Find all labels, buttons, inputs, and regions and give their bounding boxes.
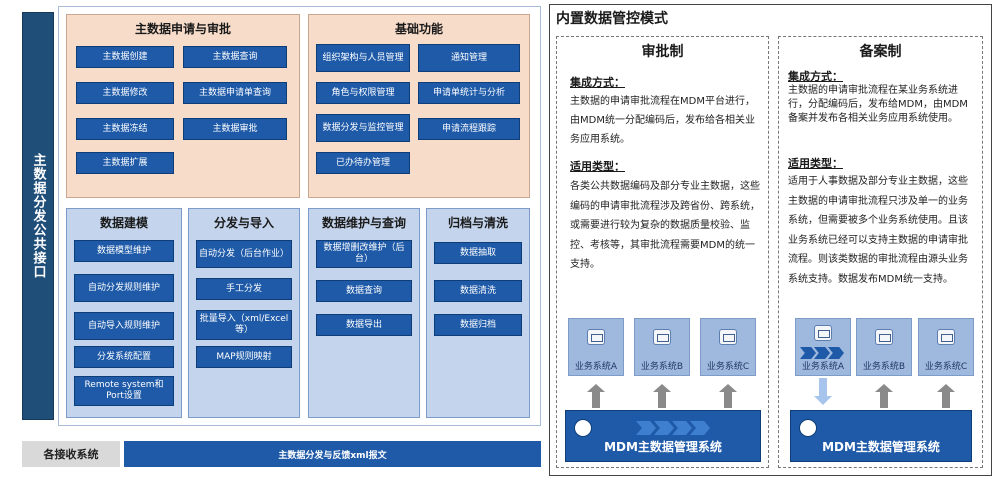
btn-auto-distribute[interactable]: 自动分发（后台作业） [196,240,292,268]
btn-request-query[interactable]: 主数据申请单查询 [183,82,287,104]
public-interface-title: 主数据分发公共接口 [30,153,46,279]
btn-query[interactable]: 主数据查询 [183,46,287,68]
system-label: 业务系统B [640,362,684,372]
system-label: 业务系统A [574,362,618,372]
system-label: 业务系统C [706,362,750,372]
col-title: 审批制 [641,44,684,60]
system-icon [814,325,832,341]
system-icon [875,329,893,345]
arrow-up-icon [719,384,737,392]
btn-manual-distribute[interactable]: 手工分发 [196,278,292,300]
arrow-down-icon [814,396,832,405]
btn-dist-config[interactable]: 分发系统配置 [74,346,174,368]
btn-stats[interactable]: 申请单统计与分析 [418,82,520,104]
xml-message-bar: 主数据分发与反馈xml报文 [124,441,541,467]
btn-modify[interactable]: 主数据修改 [76,82,174,104]
btn-remote-port[interactable]: Remote system和Port设置 [74,376,174,406]
flow-chevron-icon [654,421,674,435]
panel-title: 基础功能 [394,22,443,36]
flow-chevron-icon [690,421,710,435]
system-label: 业务系统A [801,362,845,372]
filing-system-c: 业务系统C [918,318,974,376]
arrow-stem [880,392,888,408]
panel-title: 数据建模 [99,216,148,230]
flow-chevron-icon [636,421,656,435]
approval-type-text: 各类公共数据编码及部分专业主数据，这些编码的申请审批流程涉及跨省份、跨系统，或需… [570,181,760,271]
btn-create[interactable]: 主数据创建 [76,46,174,68]
system-icon [587,329,605,345]
receiving-systems-label: 各接收系统 [22,441,120,467]
approval-system-b: 业务系统B [634,318,690,376]
btn-auto-import-rule[interactable]: 自动导入规则维护 [74,312,174,340]
filing-mdm-system: MDM主数据管理系统 [790,410,972,462]
btn-roles[interactable]: 角色与权限管理 [316,82,410,104]
filing-system-a: 业务系统A [795,318,851,376]
mdm-logo-icon [574,419,592,437]
filing-type-head: 适用类型： [788,157,843,170]
arrow-stem [592,392,600,408]
btn-extract[interactable]: 数据抽取 [434,242,522,264]
arrow-up-icon [875,384,893,392]
btn-cleanse[interactable]: 数据清洗 [434,280,522,302]
btn-notify[interactable]: 通知管理 [418,44,520,72]
approval-integration-head: 集成方式： [570,76,625,89]
btn-freeze[interactable]: 主数据冻结 [76,118,174,140]
flow-chevron-icon [800,347,816,359]
mdm-title: MDM主数据管理系统 [822,440,940,454]
btn-org[interactable]: 组织架构与人员管理 [316,44,410,72]
mdm-title: MDM主数据管理系统 [604,440,722,454]
btn-flow-track[interactable]: 申请流程跟踪 [418,118,520,140]
panel-title: 归档与清洗 [447,216,508,230]
btn-data-query[interactable]: 数据查询 [316,280,412,302]
btn-archive[interactable]: 数据归档 [434,314,522,336]
control-mode-title: 内置数据管控模式 [556,11,668,27]
btn-crud[interactable]: 数据增删改维护（后台） [316,240,412,268]
system-label: 业务系统C [924,362,968,372]
panel-title: 分发与导入 [213,216,274,230]
filing-integration-text: 主数据的申请审批流程在某业务系统进行，分配编码后，发布给MDM，由MDM备案并发… [788,85,968,124]
col-title: 备案制 [859,44,902,60]
panel-title: 主数据申请与审批 [134,22,231,36]
mdm-logo-icon [799,419,817,437]
filing-integration-head: 集成方式： [788,70,843,83]
btn-data-export[interactable]: 数据导出 [316,314,412,336]
btn-extend[interactable]: 主数据扩展 [76,152,174,174]
panel-title: 数据维护与查询 [321,216,406,230]
approval-system-c: 业务系统C [700,318,756,376]
approval-integration-text: 主数据的申请审批流程在MDM平台进行，由MDM统一分配编码后，发布给各相关业务应… [570,96,755,145]
panel-archive: 归档与清洗 [426,208,530,418]
arrow-stem [724,392,732,408]
flow-chevron-icon [828,347,844,359]
btn-approve[interactable]: 主数据审批 [183,118,287,140]
btn-model-maint[interactable]: 数据模型维护 [74,240,174,262]
public-interface-bar: 主数据分发公共接口 [22,12,54,420]
system-label: 业务系统B [862,362,906,372]
system-icon [653,329,671,345]
approval-system-a: 业务系统A [568,318,624,376]
arrow-up-icon [587,384,605,392]
flow-chevron-icon [814,347,830,359]
filing-type-text: 适用于人事数据及部分专业主数据，这些主数据的申请审批流程只涉及单一的业务系统，但… [788,176,968,285]
btn-batch-import[interactable]: 批量导入（xml/Excel等） [196,310,292,340]
arrow-stem [942,392,950,408]
btn-auto-dist-rule[interactable]: 自动分发规则维护 [74,274,174,302]
arrow-up-icon [937,384,955,392]
btn-map-rule[interactable]: MAP规则映射 [196,346,292,368]
btn-todo[interactable]: 已办待办管理 [316,152,410,174]
arrow-up-icon [653,384,671,392]
approval-mdm-system: MDM主数据管理系统 [565,410,761,462]
approval-type-head: 适用类型： [570,160,625,173]
system-icon [937,329,955,345]
flow-chevron-icon [672,421,692,435]
btn-distribute-monitor[interactable]: 数据分发与监控管理 [316,114,410,142]
arrow-stem-down [819,378,827,396]
filing-system-b: 业务系统B [856,318,912,376]
system-icon [719,329,737,345]
arrow-stem [658,392,666,408]
